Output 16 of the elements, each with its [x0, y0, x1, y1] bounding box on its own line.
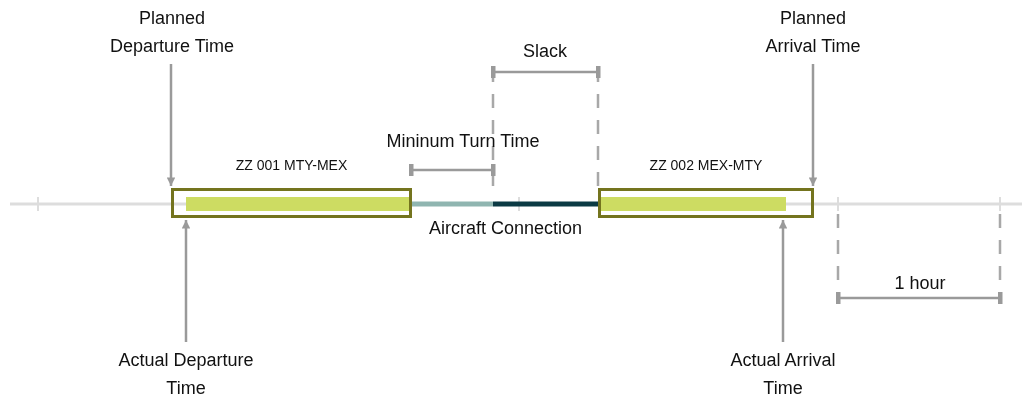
flight-label: ZZ 002 MEX-MTY: [648, 157, 764, 173]
arrow: [181, 220, 191, 342]
flight-duration-bar: [601, 197, 786, 211]
dimension-label: 1 hour: [893, 273, 947, 294]
time-label: Actual Arrival Time: [727, 346, 839, 402]
dimension-label: Slack: [522, 41, 568, 62]
time-label: Actual Departure Time: [116, 346, 256, 402]
connection-line: [412, 201, 598, 207]
flight-duration-bar: [186, 197, 409, 211]
time-label: Planned Arrival Time: [757, 4, 869, 60]
arrow: [166, 64, 176, 186]
flight-label: ZZ 001 MTY-MEX: [234, 157, 349, 173]
arrow: [808, 64, 818, 186]
arrow: [778, 220, 788, 342]
dimension-label: Mininum Turn Time: [385, 131, 541, 152]
time-label: Planned Departure Time: [102, 4, 242, 60]
